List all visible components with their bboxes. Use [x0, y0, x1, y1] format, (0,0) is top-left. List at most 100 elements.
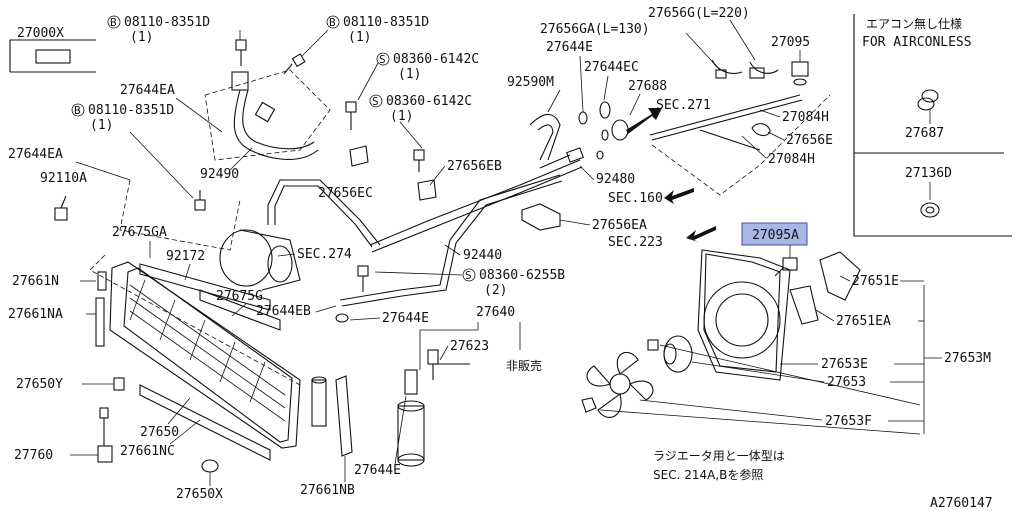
- bracket-27651E[interactable]: [819, 251, 861, 301]
- clip-27656EC[interactable]: [349, 145, 369, 167]
- bracket-27656EA[interactable]: [521, 203, 561, 231]
- arrow-sec223: [686, 226, 716, 242]
- bolt-fan[interactable]: [647, 339, 659, 351]
- clip-27656EB[interactable]: [417, 179, 437, 201]
- bolt-left[interactable]: [194, 190, 206, 211]
- nut-fan[interactable]: [581, 397, 597, 413]
- clamp-27656E[interactable]: [751, 123, 771, 137]
- label-27644EB: 27644EB: [256, 304, 311, 319]
- label-27095A: 27095A: [752, 228, 799, 243]
- bolt-top-2[interactable]: [283, 53, 306, 75]
- fitting-92480[interactable]: [539, 147, 584, 169]
- seal-27661NB[interactable]: [335, 375, 353, 457]
- svg-text:S: S: [372, 95, 379, 108]
- motor-27653[interactable]: [663, 335, 693, 373]
- diagram-id: A2760147: [930, 496, 993, 511]
- part-27687[interactable]: [917, 89, 939, 111]
- label-08110-8351D-3: 08110-8351D: [88, 103, 174, 118]
- svg-text:(1): (1): [390, 109, 413, 124]
- label-27095: 27095: [771, 35, 810, 50]
- pipe-92440[interactable]: [339, 174, 563, 307]
- label-27661N: 27661N: [12, 274, 59, 289]
- seal-27675GA[interactable]: [139, 263, 271, 311]
- label-27656EB: 27656EB: [447, 159, 502, 174]
- label-27000X[interactable]: 27000X: [17, 26, 64, 41]
- bolt-top-1[interactable]: [235, 39, 247, 66]
- callout-27095A[interactable]: 27095A: [741, 222, 808, 258]
- label-27644EA-left: 27644EA: [8, 147, 63, 162]
- arrow-sec160: [664, 188, 694, 204]
- label-27656E: 27656E: [786, 133, 833, 148]
- sensor-27688[interactable]: [596, 101, 629, 160]
- fan-shroud-27653M[interactable]: [697, 249, 791, 381]
- label-27760: 27760: [14, 448, 53, 463]
- label-27653M: 27653M: [944, 351, 991, 366]
- sensor-27095[interactable]: [791, 61, 809, 86]
- kit-box[interactable]: 27000X: [9, 26, 96, 73]
- label-27650X: 27650X: [176, 487, 223, 502]
- hose-92490[interactable]: 92490: [200, 71, 319, 182]
- callout-bolt-b3[interactable]: B 08110-8351D (1): [71, 103, 194, 199]
- hose-27084H[interactable]: [649, 94, 803, 151]
- bolt-27650Y[interactable]: [113, 377, 125, 391]
- label-27644E-bot: 27644E: [354, 463, 401, 478]
- hose-92590M[interactable]: [529, 113, 561, 161]
- label-27623: 27623: [450, 339, 489, 354]
- svg-text:S: S: [465, 269, 472, 282]
- hose-27656G[interactable]: [711, 59, 779, 79]
- label-92480: 92480: [596, 172, 635, 187]
- svg-text:(1): (1): [348, 30, 371, 45]
- label-27644E-mid: 27644E: [382, 311, 429, 326]
- pipe-upper[interactable]: [267, 179, 381, 248]
- fan-blade-27653F[interactable]: [586, 351, 654, 418]
- oring-27644E-top[interactable]: [578, 111, 588, 125]
- receiver-drier-27640[interactable]: [397, 369, 425, 467]
- label-27640: 27640: [476, 305, 515, 320]
- callout-bolt-b2[interactable]: B 08110-8351D (1): [301, 15, 429, 57]
- bolt-s2[interactable]: [413, 149, 425, 172]
- label-27136D: 27136D: [905, 166, 952, 181]
- svg-text:B: B: [329, 16, 336, 29]
- callout-bolt-b1[interactable]: B 08110-8351D (1): [107, 15, 241, 45]
- callout-screw-s3[interactable]: S 08360-6255B (2): [374, 268, 565, 298]
- svg-text:(1): (1): [90, 118, 113, 133]
- compressor[interactable]: [219, 229, 301, 291]
- callout-screw-s2[interactable]: S 08360-6142C (1): [369, 94, 472, 149]
- bolt-s3[interactable]: [357, 265, 369, 292]
- condenser-27650[interactable]: [109, 261, 301, 449]
- seal-27661NA[interactable]: [95, 297, 105, 347]
- receiver-tank[interactable]: [311, 376, 327, 427]
- grommet-27650X[interactable]: [201, 459, 219, 473]
- bracket-27651EA[interactable]: [789, 285, 819, 325]
- label-27687: 27687: [905, 126, 944, 141]
- sensor-27760[interactable]: [97, 407, 113, 463]
- label-27644E-top: 27644E: [546, 40, 593, 55]
- label-92172: 92172: [166, 249, 205, 264]
- label-27656GA: 27656GA(L=130): [540, 22, 650, 37]
- svg-text:B: B: [110, 16, 117, 29]
- label-27084H-b: 27084H: [768, 152, 815, 167]
- seal-27661NC[interactable]: [139, 384, 271, 461]
- label-sec271: SEC.271: [656, 98, 711, 113]
- inset-title-en: FOR AIRCONLESS: [862, 35, 972, 50]
- note-line-1: ラジエータ用と一体型は: [653, 449, 785, 463]
- label-27650Y: 27650Y: [16, 377, 63, 392]
- label-27653F: 27653F: [825, 414, 872, 429]
- bolt-92110A[interactable]: [54, 195, 68, 221]
- svg-text:(2): (2): [484, 283, 507, 298]
- callout-screw-s1[interactable]: S 08360-6142C (1): [357, 52, 479, 101]
- label-27651E: 27651E: [852, 274, 899, 289]
- part-27136D[interactable]: [920, 202, 940, 218]
- bolt-s1[interactable]: [345, 101, 357, 130]
- oring-27644E-mid[interactable]: [335, 313, 349, 323]
- inset-airconless: エアコン無し仕様 FOR AIRCONLESS 27687 27136D: [853, 14, 1012, 237]
- svg-text:(1): (1): [398, 67, 421, 82]
- bolt-27095A[interactable]: [774, 257, 798, 277]
- seal-27675G[interactable]: [199, 289, 281, 331]
- label-27653E: 27653E: [821, 357, 868, 372]
- label-sec160: SEC.160: [608, 191, 663, 206]
- pipe-92480[interactable]: [369, 159, 583, 253]
- seal-27661N[interactable]: [97, 271, 107, 291]
- switch-27623[interactable]: [427, 349, 470, 380]
